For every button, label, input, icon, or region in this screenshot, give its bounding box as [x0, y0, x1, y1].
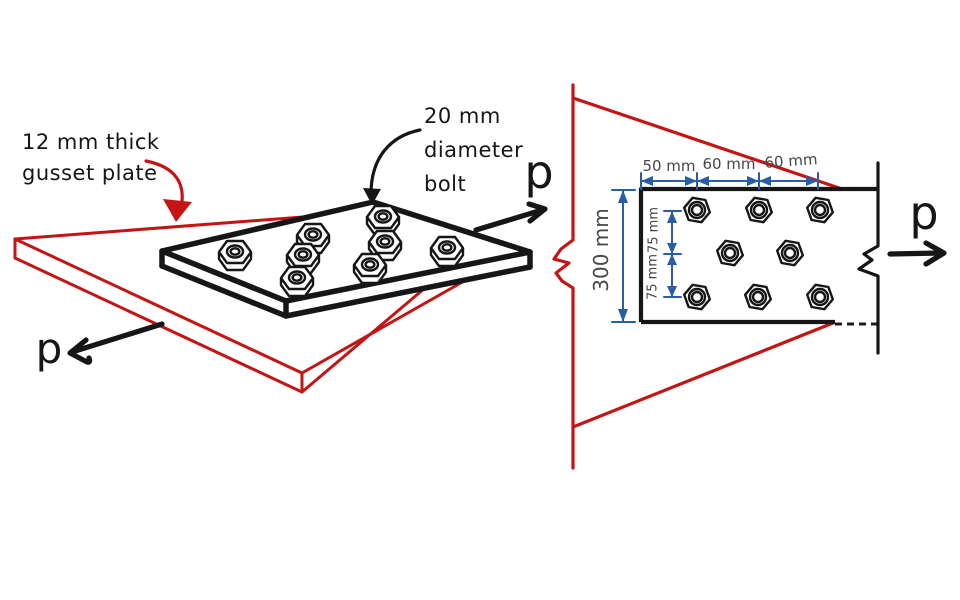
gusset-label-arrow	[144, 159, 192, 222]
dim-label-75mm-1: 75 mm	[646, 206, 662, 254]
bolt-2d	[683, 283, 711, 311]
gusset-plate-label-line1: 12 mm thick	[22, 130, 160, 154]
dimension-rows	[663, 210, 682, 298]
dim-label-60mm-2: 60 mm	[763, 150, 819, 172]
bolt-label-line2: diameter	[424, 138, 524, 162]
bolt-nut-3d	[429, 235, 465, 268]
force-arrow-2d	[887, 240, 947, 267]
dimension-height	[611, 189, 636, 323]
force-label-p-3d-right: p	[524, 145, 554, 199]
bolt-2d	[744, 283, 772, 311]
gusset-plate-2d-outline	[552, 83, 847, 470]
gusset-plate-label: 12 mm thick gusset plate	[22, 127, 160, 189]
dim-label-75mm-2: 75 mm	[645, 253, 661, 301]
member-break-line	[857, 161, 880, 355]
bolt-nut-3d	[217, 239, 253, 272]
bolt-2d	[806, 196, 834, 224]
bolt-2d	[745, 196, 773, 224]
bolt-label-line1: 20 mm	[424, 104, 501, 128]
bolt-nut-3d	[279, 265, 315, 298]
dimension-top	[640, 172, 819, 190]
dim-label-300mm: 300 mm	[589, 208, 613, 292]
dim-label-50mm: 50 mm	[642, 157, 696, 175]
bolt-2d	[776, 239, 804, 267]
bolt-diameter-label: 20 mm diameter bolt	[424, 99, 523, 201]
dim-label-60mm-1: 60 mm	[702, 155, 756, 173]
force-label-p-2d: p	[909, 186, 939, 240]
bolt-2d	[683, 196, 711, 224]
force-arrow-left-3d	[67, 321, 165, 365]
bolt-2d	[716, 239, 744, 267]
bolt-nut-3d	[352, 252, 388, 285]
bolt-label-line3: bolt	[424, 172, 467, 196]
force-label-p-3d-left: p	[35, 324, 63, 373]
force-arrow-right-3d	[473, 201, 548, 233]
bolt-2d	[806, 283, 834, 311]
splice-plate-3d	[159, 199, 533, 319]
bolt-label-arrow	[363, 128, 422, 205]
gusset-plate-label-line2: gusset plate	[22, 161, 158, 185]
